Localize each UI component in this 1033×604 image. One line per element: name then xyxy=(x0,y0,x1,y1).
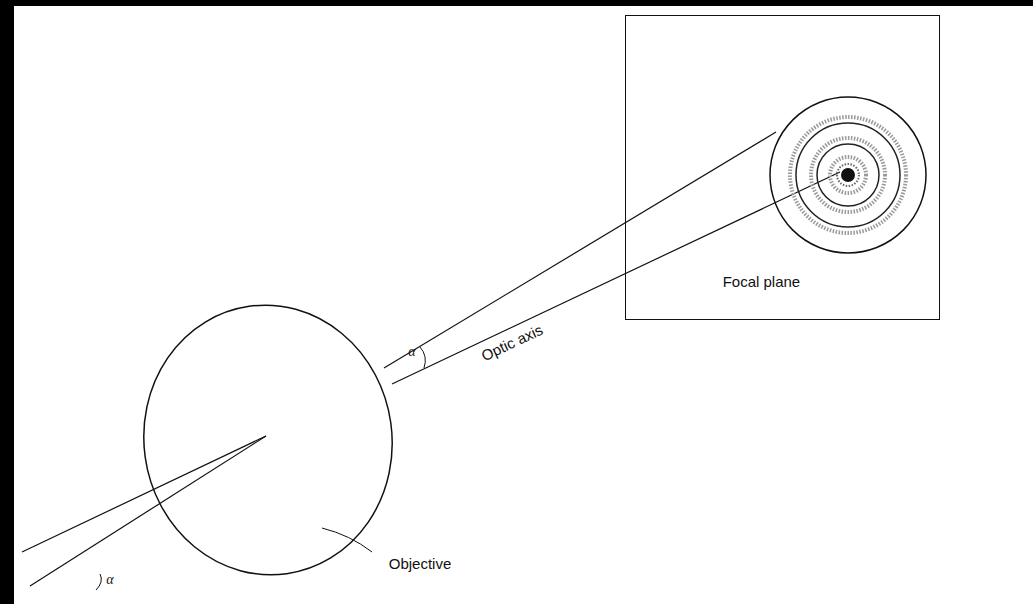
scan-edge xyxy=(0,0,1033,6)
incoming-ray xyxy=(30,436,266,586)
angle-symbol: α xyxy=(106,572,113,588)
ray-arrow xyxy=(384,262,560,368)
image-ray xyxy=(384,132,776,368)
leader-line xyxy=(322,528,372,552)
part-label: Objective xyxy=(389,555,452,572)
angle-arc xyxy=(420,347,425,368)
focal-plane-box: Focal plane xyxy=(625,15,940,320)
airy-pattern xyxy=(770,97,926,253)
angle-symbol: α xyxy=(408,344,415,360)
angle-arc xyxy=(96,574,101,590)
box-caption: Focal plane xyxy=(723,273,801,290)
incoming-ray xyxy=(22,436,266,552)
scan-edge xyxy=(0,0,14,604)
objective-lens xyxy=(126,289,409,591)
optic-axis-line xyxy=(392,172,840,384)
ray-arrow xyxy=(30,555,80,586)
